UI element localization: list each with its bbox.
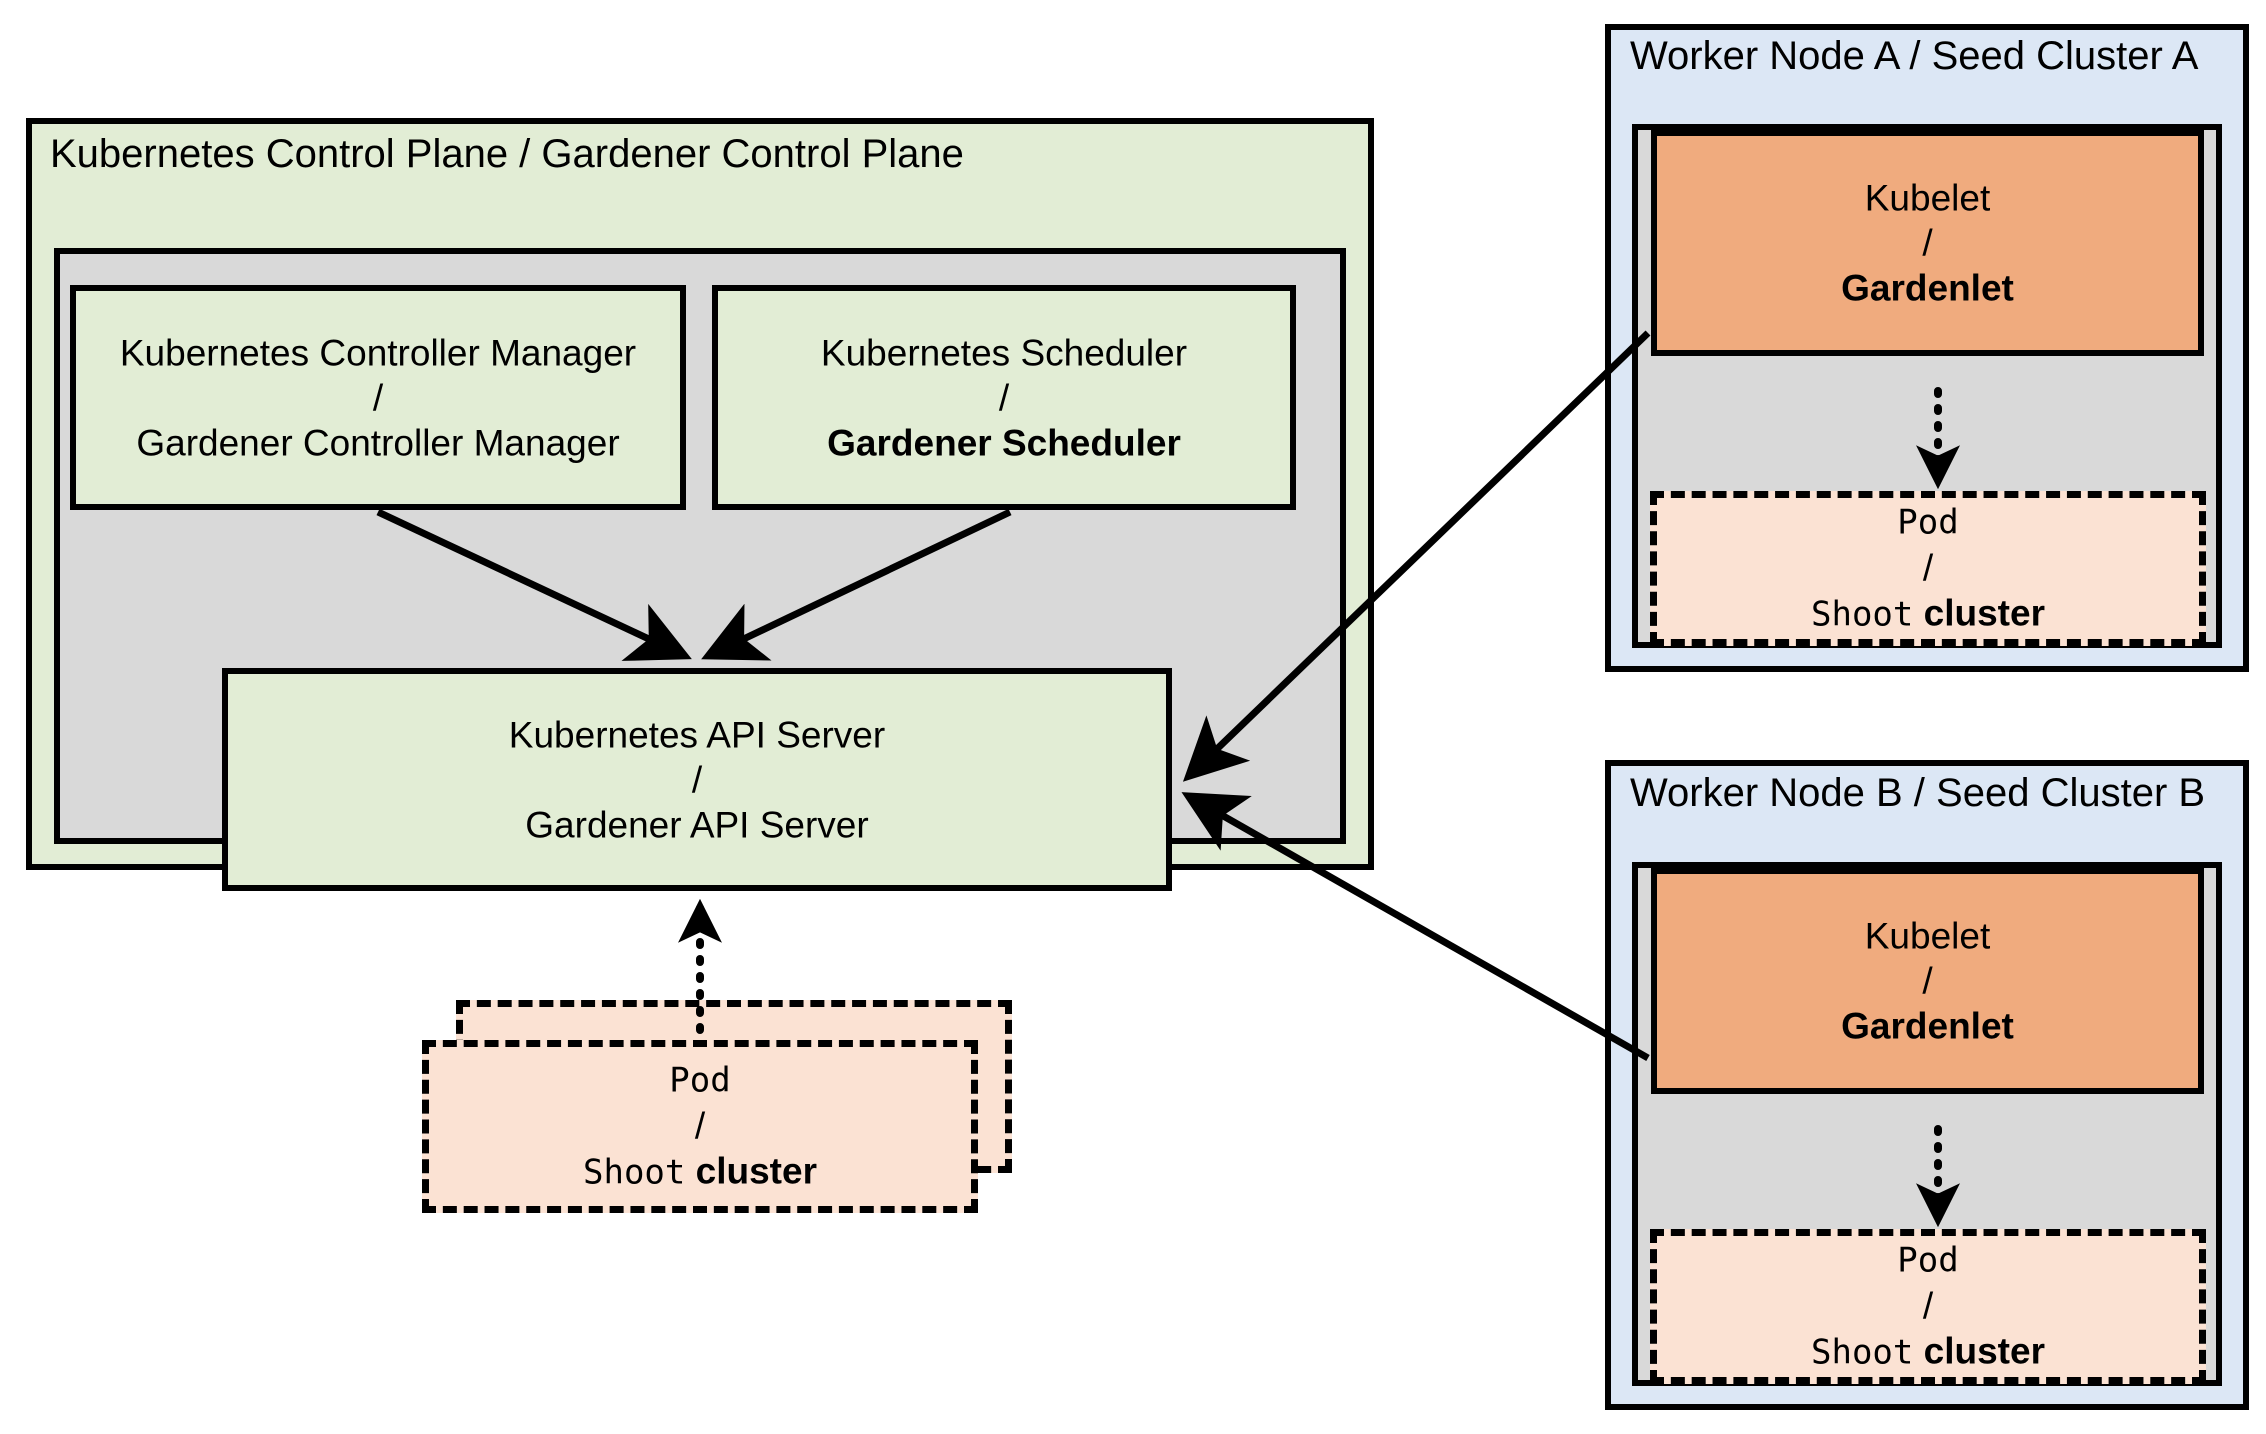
seed-cluster-a-header: Worker Node A / Seed Cluster A — [1630, 34, 2199, 78]
kubernetes-api-server-box[interactable]: Kubernetes API Server / Gardener API Ser… — [222, 668, 1172, 891]
seed-b-pod-shoot: Shoot — [1811, 1332, 1914, 1372]
seed-a-kubelet-text: Kubelet / Gardenlet — [1657, 176, 2198, 311]
seed-a-pod-box[interactable]: Pod / Shoot cluster — [1650, 491, 2206, 646]
seed-a-pod-line1: Pod — [1897, 502, 1959, 542]
scheduler-separator: / — [998, 377, 1010, 418]
scheduler-line2: Gardener Scheduler — [827, 422, 1181, 463]
seed-a-kubelet-line2: Gardenlet — [1841, 267, 2014, 309]
control-plane-pod-cluster: cluster — [695, 1150, 817, 1191]
control-plane-pod-shoot: Shoot — [583, 1152, 686, 1192]
seed-b-kubelet-box[interactable]: Kubelet / Gardenlet — [1651, 868, 2204, 1094]
scheduler-line1: Kubernetes Scheduler — [820, 332, 1188, 373]
control-plane-pod-text: Pod / Shoot cluster — [429, 1058, 971, 1195]
api-server-line1: Kubernetes API Server — [508, 714, 886, 755]
controller-manager-line2: Gardener Controller Manager — [136, 422, 620, 463]
seed-b-kubelet-separator: / — [1922, 960, 1933, 1002]
seed-b-pod-separator: / — [1922, 1285, 1934, 1326]
seed-a-pod-line2: Shoot cluster — [1657, 590, 2199, 637]
kubernetes-scheduler-box[interactable]: Kubernetes Scheduler / Gardener Schedule… — [712, 285, 1296, 510]
controller-manager-text: Kubernetes Controller Manager / Gardener… — [76, 330, 680, 465]
api-server-separator: / — [691, 759, 703, 800]
seed-b-kubelet-line1: Kubelet — [1864, 915, 1991, 957]
seed-cluster-b-header: Worker Node B / Seed Cluster B — [1630, 771, 2206, 815]
controller-manager-separator: / — [372, 377, 384, 418]
controller-manager-line1: Kubernetes Controller Manager — [119, 332, 637, 373]
seed-a-pod-text: Pod / Shoot cluster — [1657, 500, 2199, 637]
seed-b-pod-text: Pod / Shoot cluster — [1657, 1238, 2199, 1375]
scheduler-text: Kubernetes Scheduler / Gardener Schedule… — [718, 330, 1290, 465]
seed-a-kubelet-line1: Kubelet — [1864, 177, 1991, 219]
api-server-line2: Gardener API Server — [525, 804, 869, 845]
api-server-text: Kubernetes API Server / Gardener API Ser… — [228, 712, 1166, 847]
seed-b-pod-cluster: cluster — [1923, 1330, 2045, 1371]
control-plane-pod-separator: / — [694, 1105, 706, 1146]
seed-b-kubelet-text: Kubelet / Gardenlet — [1657, 914, 2198, 1049]
control-plane-pod-line2: Shoot cluster — [429, 1148, 971, 1195]
seed-a-pod-shoot: Shoot — [1811, 594, 1914, 634]
seed-b-kubelet-line2: Gardenlet — [1841, 1005, 2014, 1047]
kubernetes-controller-manager-box[interactable]: Kubernetes Controller Manager / Gardener… — [70, 285, 686, 510]
control-plane-header: Kubernetes Control Plane / Gardener Cont… — [50, 132, 964, 176]
seed-a-pod-cluster: cluster — [1923, 592, 2045, 633]
seed-b-pod-box[interactable]: Pod / Shoot cluster — [1650, 1229, 2206, 1384]
seed-a-kubelet-separator: / — [1922, 222, 1933, 264]
seed-b-pod-line2: Shoot cluster — [1657, 1328, 2199, 1375]
seed-a-pod-separator: / — [1922, 547, 1934, 588]
seed-b-pod-line1: Pod — [1897, 1240, 1959, 1280]
seed-a-kubelet-box[interactable]: Kubelet / Gardenlet — [1651, 130, 2204, 356]
control-plane-pod-line1: Pod — [669, 1060, 731, 1100]
control-plane-pod-box[interactable]: Pod / Shoot cluster — [422, 1040, 978, 1213]
